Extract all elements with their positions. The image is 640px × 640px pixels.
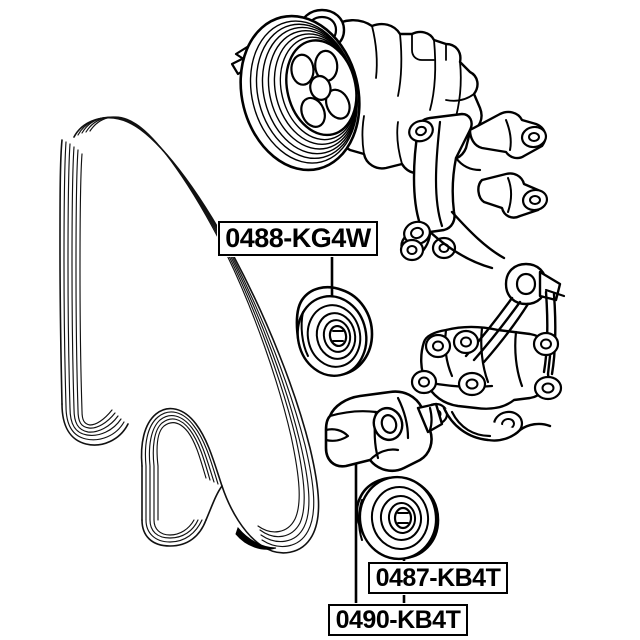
belt-tensioner-assembly (324, 390, 444, 473)
callout-part-number-0488-kg4w[interactable]: 0488-KG4W (217, 220, 379, 257)
serpentine-belt (59, 116, 320, 554)
mounting-bracket-upper (399, 110, 549, 270)
tensioner-pulley (355, 475, 440, 561)
callout-part-number-0487-kb4t[interactable]: 0487-KB4T (367, 561, 509, 595)
idler-pulley (295, 286, 374, 377)
mounting-bracket-lower (410, 262, 566, 442)
power-steering-pump (230, 8, 483, 175)
callout-part-number-0490-kb4t[interactable]: 0490-KB4T (327, 603, 469, 637)
leader-lines (330, 256, 406, 604)
